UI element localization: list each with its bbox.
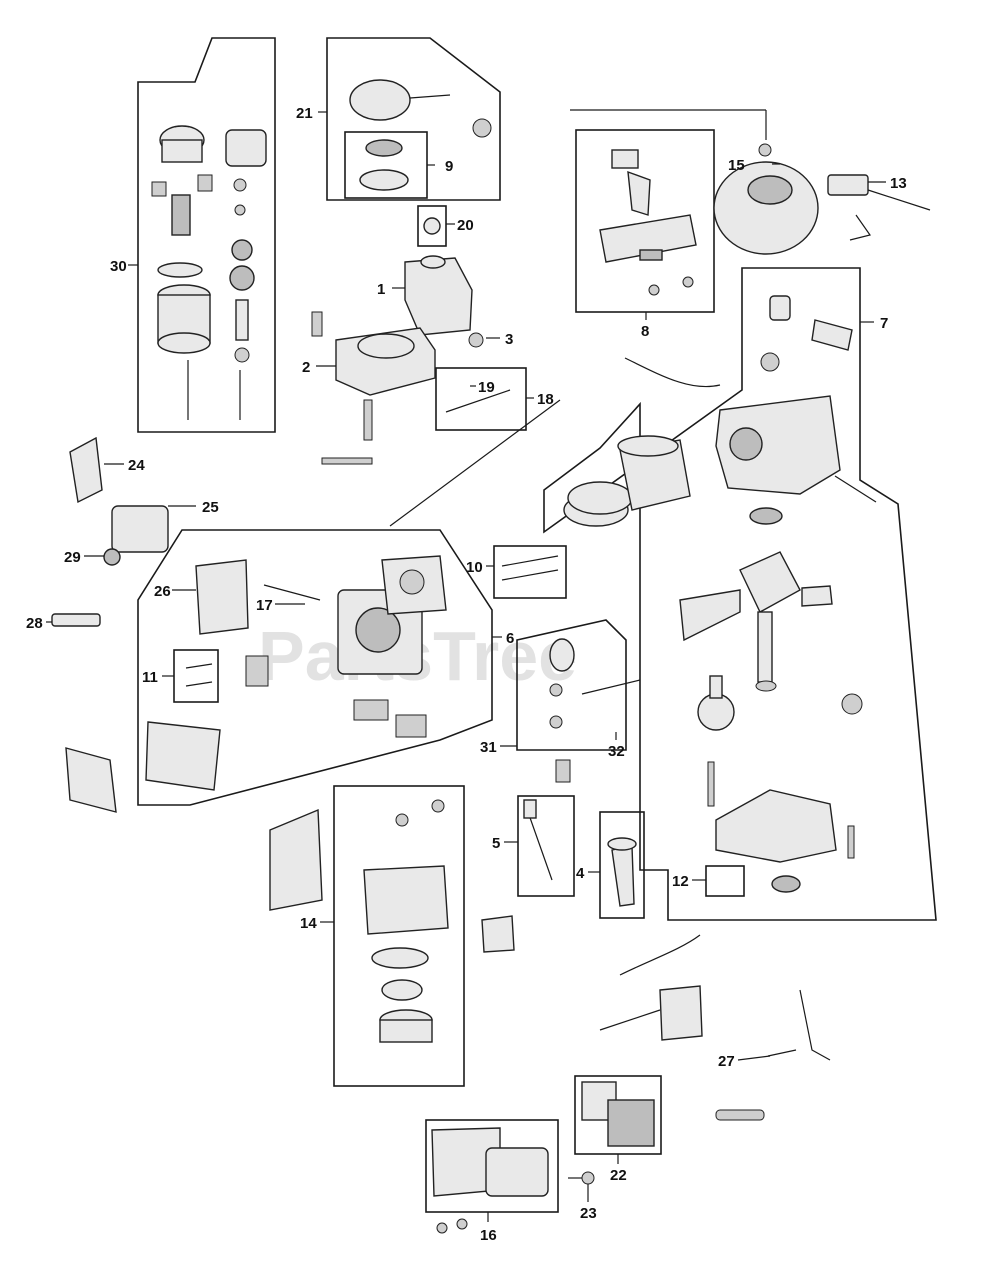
group-box-governor [575,129,715,313]
callout-labels: 21 9 20 1 2 3 19 18 8 7 30 13 15 24 25 2… [26,105,907,1244]
crankcase-parts [624,295,877,503]
callout-2: 2 [302,359,310,376]
starter-motor-parts [151,125,267,420]
piston-parts [563,435,783,527]
callout-25: 25 [202,499,219,516]
callout-19: 19 [478,379,495,396]
breather-parts [549,638,641,783]
cylinder-head-parts [145,555,447,791]
group-box-fill-tube [599,811,645,919]
callout-21: 21 [296,105,313,122]
callout-4: 4 [576,865,585,882]
recoil-starter-parts [349,79,492,191]
muffler-parts [51,436,169,813]
callout-9: 9 [445,158,453,175]
callout-7: 7 [880,315,888,332]
callout-3: 3 [505,331,513,348]
connector-line [389,399,561,527]
group-box-air-cleaner [425,1119,559,1213]
callout-11: 11 [142,669,158,686]
group-box-12 [705,865,745,897]
pushrod-parts [501,555,559,581]
callout-20: 20 [457,217,474,234]
group-box-crankcase [543,267,937,921]
callout-15: 15 [728,157,745,174]
callout-8: 8 [641,323,649,340]
callout-28: 28 [26,615,43,632]
callout-13: 13 [890,175,907,192]
callout-5: 5 [492,835,500,852]
callout-24: 24 [128,457,145,474]
air-filter-parts [431,1081,655,1234]
callout-26: 26 [154,583,171,600]
flywheel-parts [713,143,819,255]
callout-6: 6 [506,630,514,647]
part-19-rod [445,389,511,413]
group-box-18 [435,367,527,431]
group-box-breather [516,619,627,751]
group-box-20 [417,205,447,247]
callout-29: 29 [64,549,81,566]
group-box-dipstick [517,795,575,897]
cam-sump-parts [697,675,863,893]
part-20-cap [423,217,441,235]
group-box-starter [137,37,276,433]
callout-30: 30 [110,258,127,275]
carburetor-parts [269,799,515,1043]
leader-lines [46,111,886,1222]
blower-housing-parts [311,255,484,465]
callout-17: 17 [256,597,273,614]
callout-12: 12 [672,873,689,890]
governor-parts [599,149,697,296]
callout-23: 23 [580,1205,597,1222]
callout-14: 14 [300,915,317,932]
ignition-coil-parts [827,174,931,241]
group-box-carburetor [333,785,465,1087]
callout-16: 16 [480,1227,497,1244]
group-box-11 [173,649,219,703]
dipstick-fill-parts [523,799,637,907]
linkage-parts [599,934,831,1121]
callout-10: 10 [466,559,483,576]
group-box-10 [493,545,567,599]
group-box-recoil [326,37,501,201]
crankshaft-parts [679,551,833,692]
callout-22: 22 [610,1167,627,1184]
callout-1: 1 [377,281,385,298]
callout-27: 27 [718,1053,735,1070]
callout-18: 18 [537,391,554,408]
callout-32: 32 [608,743,625,760]
callout-31: 31 [480,739,497,756]
group-box-cylinder-head [137,529,493,806]
